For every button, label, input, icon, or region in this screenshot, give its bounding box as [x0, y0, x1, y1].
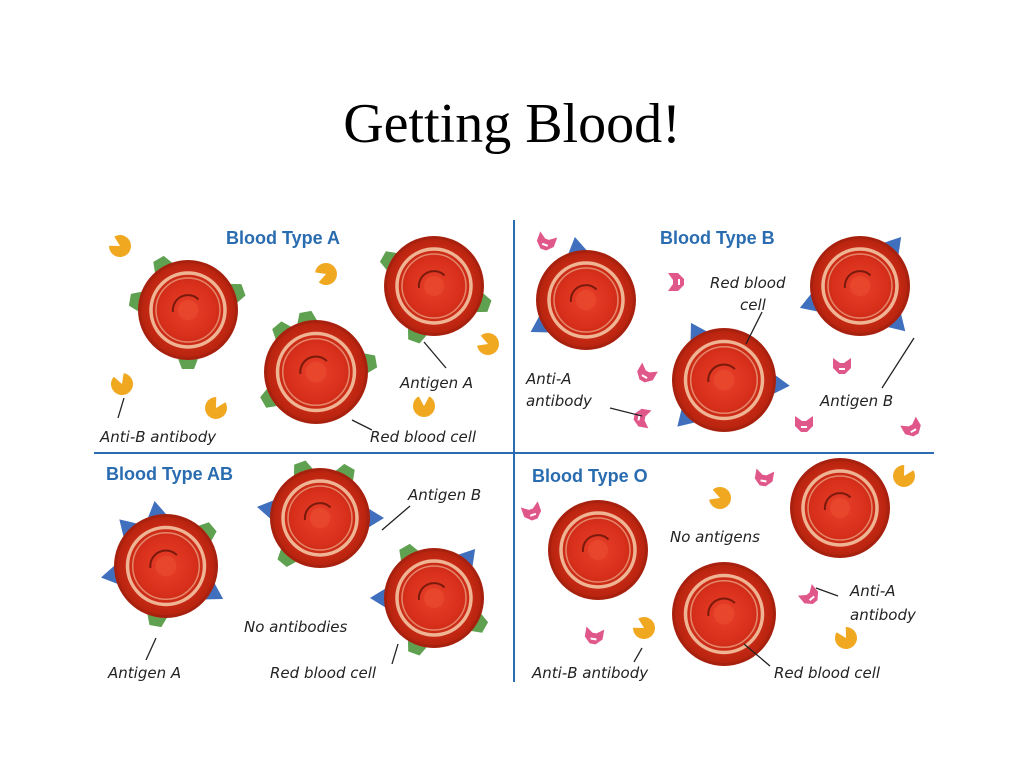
anti-b-antibody-icon — [109, 235, 131, 257]
red-blood-cell-icon — [384, 548, 484, 648]
label-ab-antigen-b: Antigen B — [407, 486, 481, 504]
anti-a-antibody-icon — [795, 416, 813, 432]
anti-a-antibody-icon — [797, 584, 819, 605]
red-blood-cell-icon — [138, 260, 238, 360]
label-antigen-a: Antigen A — [399, 374, 473, 392]
red-blood-cell-icon — [810, 236, 910, 336]
anti-a-antibody-icon — [833, 358, 851, 374]
red-blood-cell-icon — [548, 500, 648, 600]
label-anti-a-b-2: antibody — [526, 392, 593, 410]
anti-b-antibody-icon — [633, 617, 655, 639]
red-blood-cell-icon — [264, 320, 368, 424]
label-red-blood-cell-a: Red blood cell — [370, 428, 477, 446]
panel-title-type-a: Blood Type A — [226, 228, 340, 248]
label-ab-antigen-a: Antigen A — [107, 664, 181, 682]
red-blood-cell-icon — [790, 458, 890, 558]
leader-cell-a — [351, 419, 373, 431]
label-red-blood-cell-ab: Red blood cell — [270, 664, 377, 682]
label-red-blood-cell-b-2: cell — [740, 296, 767, 314]
anti-a-antibody-icon — [900, 416, 921, 437]
anti-a-antibody-icon — [584, 626, 605, 645]
anti-b-antibody-icon — [413, 396, 435, 417]
label-antigen-b: Antigen B — [819, 392, 893, 410]
anti-b-antibody-icon — [893, 465, 915, 487]
anti-a-antibody-icon — [633, 408, 652, 429]
red-blood-cell-icon — [672, 562, 776, 666]
red-blood-cell-icon — [672, 328, 776, 432]
leader-ab-antigen-b — [381, 505, 411, 531]
label-o-anti-a-2: antibody — [850, 606, 917, 624]
leader-cell-b — [745, 311, 763, 345]
leader-o-anti-a — [815, 587, 839, 597]
label-red-blood-cell-b-1: Red blood — [710, 274, 786, 292]
label-red-blood-cell-o: Red blood cell — [774, 664, 881, 682]
leader-o-cell — [743, 643, 771, 667]
red-blood-cell-icon — [114, 514, 218, 618]
anti-a-antibody-icon — [637, 362, 658, 383]
red-blood-cell-icon — [270, 468, 370, 568]
label-o-anti-b: Anti-B antibody — [531, 664, 649, 682]
leader-antigen-a — [423, 341, 447, 369]
antigen-b-icon — [370, 587, 388, 609]
anti-a-antibody-icon — [520, 501, 542, 521]
anti-b-antibody-icon — [111, 373, 133, 395]
anti-b-antibody-icon — [477, 333, 499, 355]
anti-a-antibody-icon — [668, 273, 684, 291]
blood-type-diagram: Blood Type A Blood Type B Blood Type AB … — [94, 220, 934, 682]
label-no-antigens: No antigens — [670, 528, 760, 546]
leader-antigen-b — [881, 337, 915, 389]
anti-b-antibody-icon — [835, 627, 857, 649]
red-blood-cell-icon — [384, 236, 484, 336]
panel-title-type-ab: Blood Type AB — [106, 464, 233, 484]
anti-a-antibody-icon — [536, 231, 558, 251]
anti-b-antibody-icon — [709, 487, 731, 509]
anti-b-antibody-icon — [205, 397, 227, 419]
leader-ab-antigen-a — [145, 637, 157, 661]
label-anti-a-b-1: Anti-A — [525, 370, 572, 388]
leader-o-anti-b — [633, 647, 643, 663]
label-o-anti-a-1: Anti-A — [849, 582, 896, 600]
red-blood-cell-icon — [536, 250, 636, 350]
anti-b-antibody-icon — [315, 263, 337, 285]
page-title: Getting Blood! — [343, 93, 681, 155]
anti-a-antibody-icon — [754, 468, 775, 487]
label-no-antibodies: No antibodies — [244, 618, 348, 636]
antigen-b-icon — [366, 507, 384, 529]
panel-title-type-b: Blood Type B — [660, 228, 775, 248]
leader-ab-cell — [391, 643, 399, 665]
leader-anti-a — [609, 407, 643, 417]
panel-title-type-o: Blood Type O — [532, 466, 648, 486]
leader-anti-b — [117, 397, 125, 419]
label-anti-b-antibody: Anti-B antibody — [99, 428, 217, 446]
